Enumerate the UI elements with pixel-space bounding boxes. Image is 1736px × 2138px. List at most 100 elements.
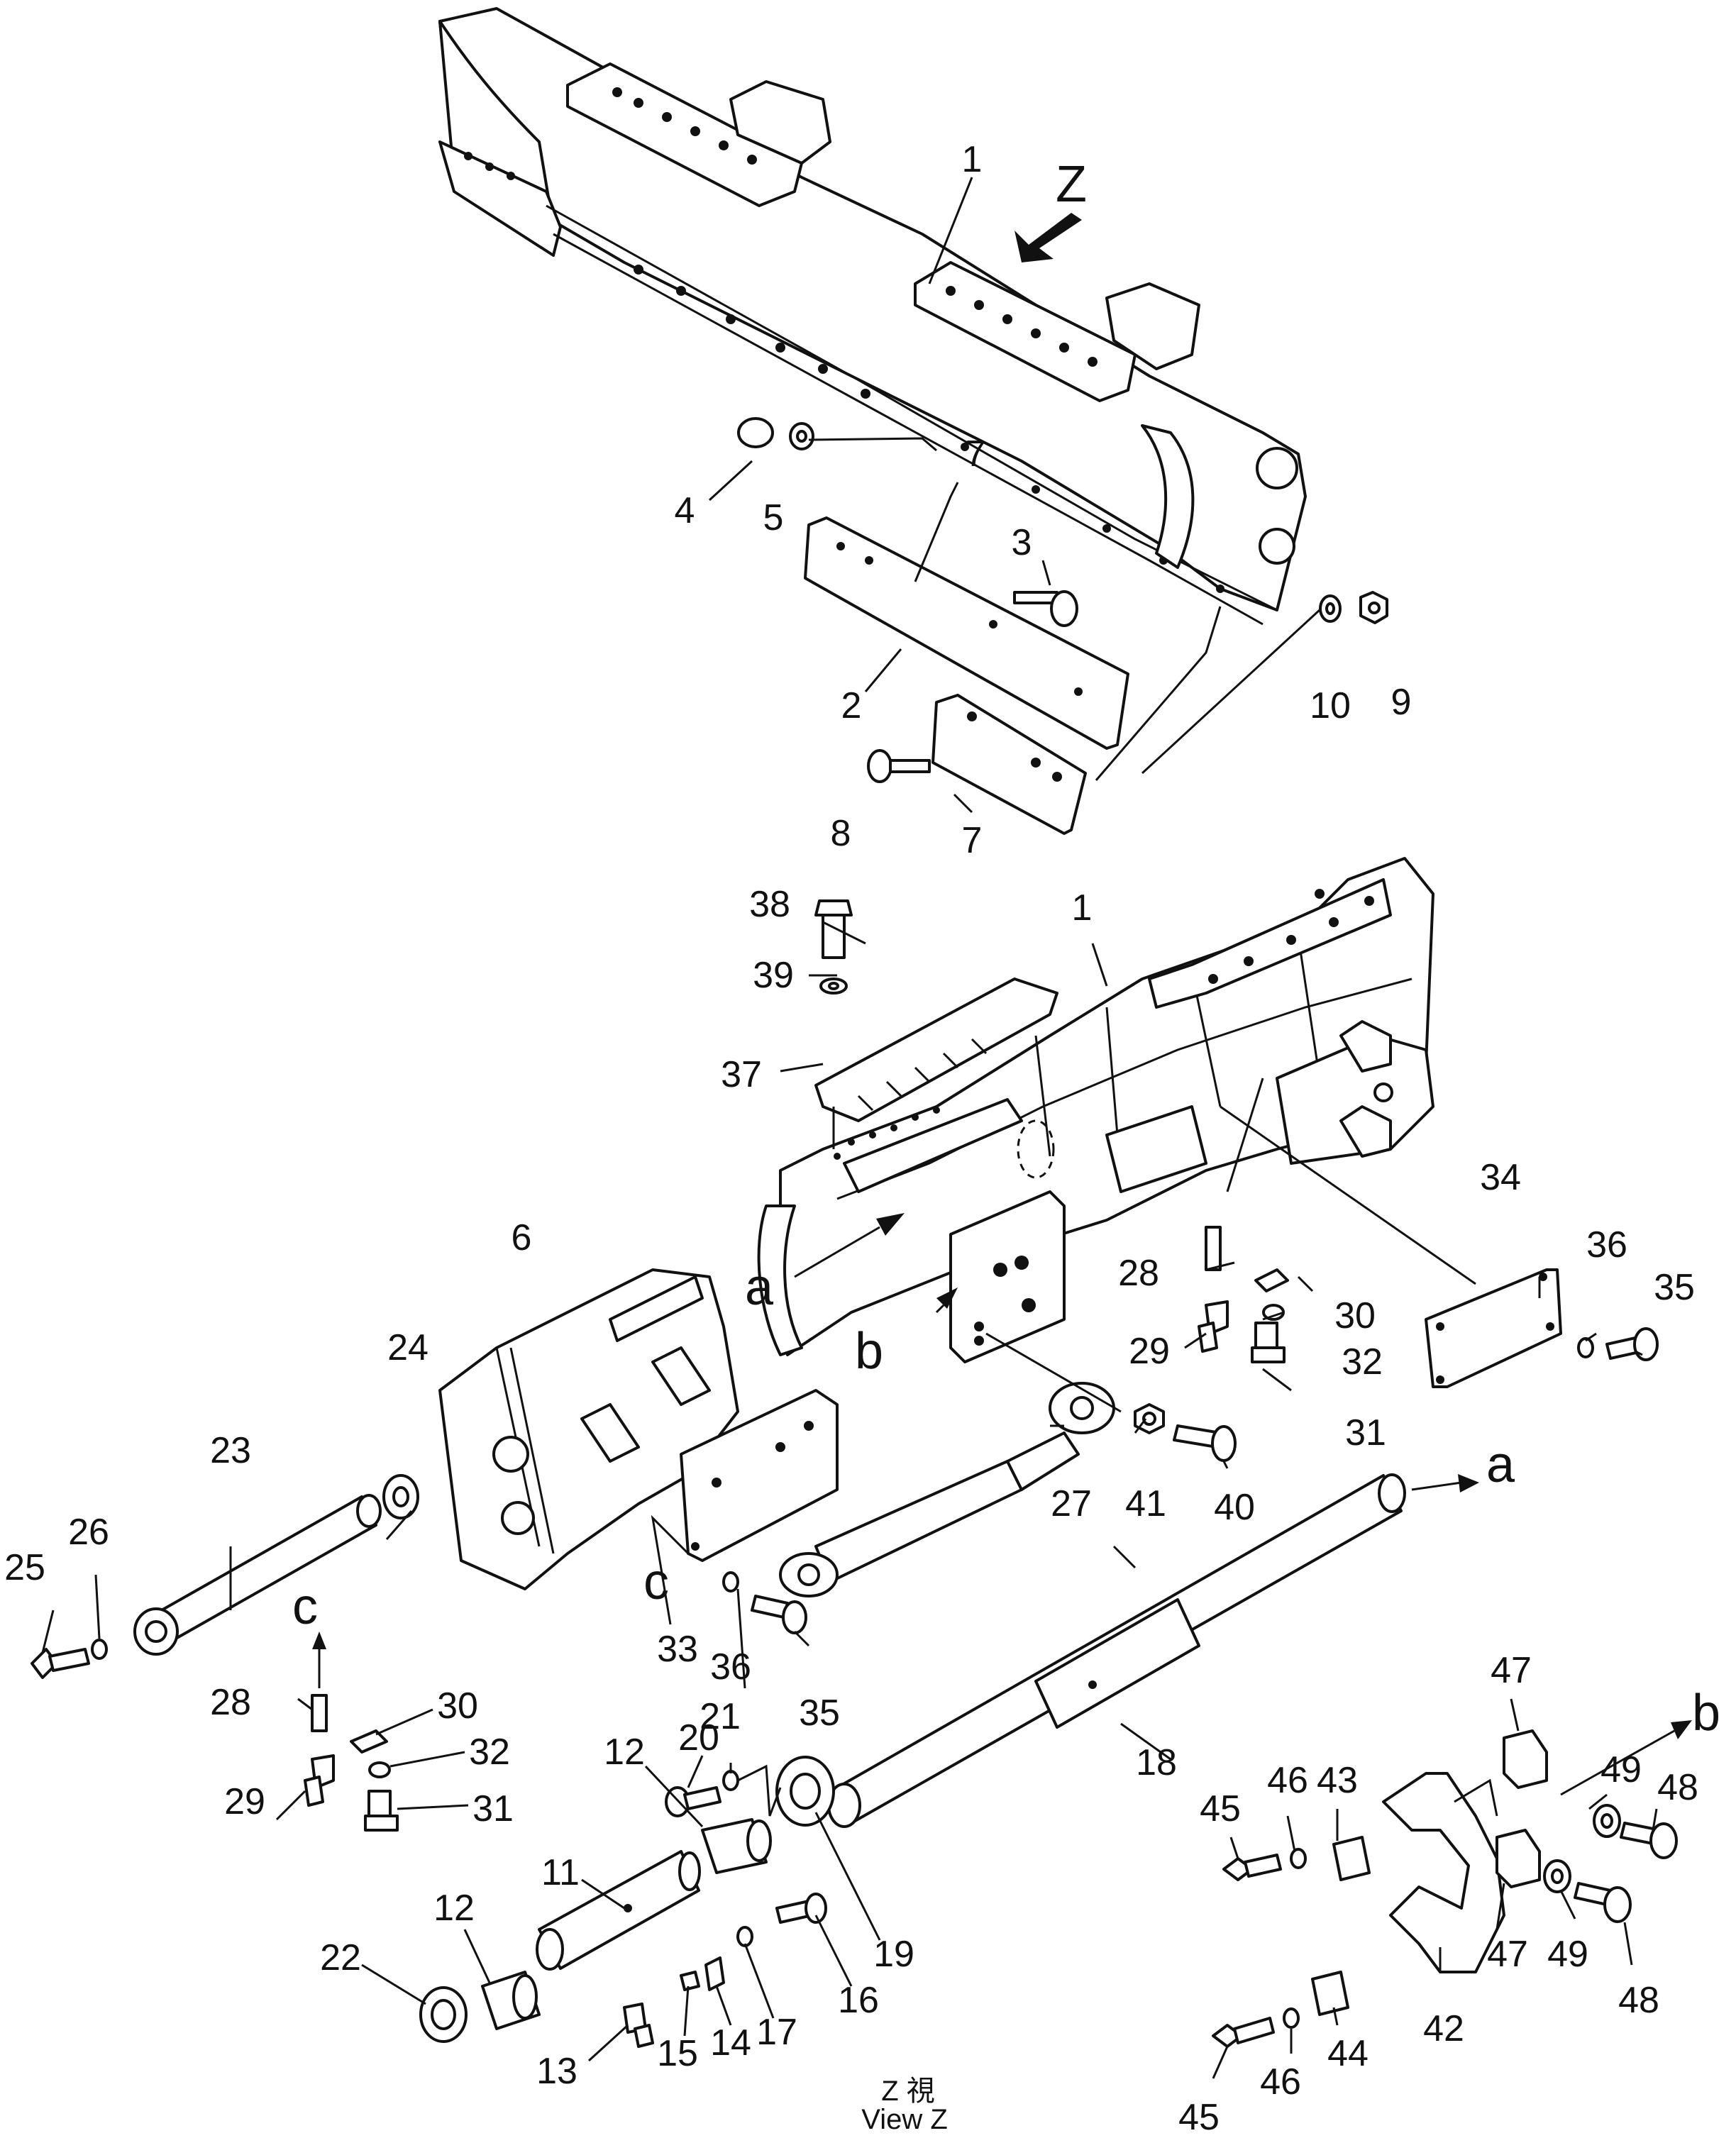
part-49-nut-lower <box>1543 1859 1571 1893</box>
leader-lines <box>41 177 1675 2079</box>
part-8-bolt <box>867 749 931 783</box>
callout-28-upper: 28 <box>1118 1253 1159 1294</box>
part-48-bolt-upper <box>1620 1822 1678 1859</box>
callout-37: 37 <box>721 1054 762 1095</box>
callout-44: 44 <box>1327 2033 1369 2074</box>
part-29-grease-fitting-left <box>304 1754 335 1807</box>
part-45-bolt-upper <box>1222 1854 1282 1881</box>
callout-labels: 1 2 3 4 5 7 8 9 10 1 6 11 12 12 13 14 15… <box>4 139 1698 2138</box>
callout-6: 6 <box>512 1217 532 1258</box>
part-49-nut-upper <box>1593 1804 1621 1838</box>
part-45-bolt-lower <box>1212 2017 1275 2048</box>
callout-40: 40 <box>1214 1487 1255 1528</box>
part-47-clip-lower <box>1495 1829 1541 1888</box>
callout-7-lower: 7 <box>962 820 983 861</box>
part-43-block <box>1332 1836 1371 1881</box>
callout-39: 39 <box>753 955 794 996</box>
part-42-bracket <box>1382 1772 1505 1973</box>
callout-35-right: 35 <box>1654 1267 1695 1308</box>
reference-letters: a a b b c c <box>292 1259 1720 1741</box>
caption-line-2: View Z <box>861 2104 948 2135</box>
part-14-lockplate <box>704 1956 725 1991</box>
part-32-washer-left <box>368 1761 391 1778</box>
plate-b <box>949 1190 1066 1363</box>
part-46-washer-upper <box>1290 1848 1307 1869</box>
callout-4: 4 <box>675 490 695 531</box>
callout-16: 16 <box>838 1980 879 2021</box>
callout-1-lower: 1 <box>1072 887 1093 929</box>
callout-20: 20 <box>678 1717 719 1758</box>
callout-10: 10 <box>1310 685 1351 726</box>
callout-2: 2 <box>841 685 862 726</box>
callout-48-lower: 48 <box>1618 1980 1659 2021</box>
part-30-lockplate-right <box>1254 1268 1289 1292</box>
part-31-bolt-left <box>364 1790 399 1832</box>
callout-49-upper: 49 <box>1600 1749 1642 1790</box>
part-29-grease-fitting-right <box>1198 1300 1229 1353</box>
blade-body-upper <box>438 7 1307 611</box>
part-18-shaft <box>827 1473 1406 1828</box>
ref-letter-a-right: a <box>1486 1436 1515 1493</box>
callout-35-center: 35 <box>799 1693 840 1734</box>
part-13-grease-fitting <box>623 2003 654 2048</box>
part-12-bushing-upper <box>701 1818 772 1874</box>
top-mount-right <box>914 261 1137 402</box>
callout-18: 18 <box>1136 1742 1177 1783</box>
callout-21: 21 <box>700 1696 741 1737</box>
callout-45-lower: 45 <box>1178 2097 1220 2138</box>
callout-26: 26 <box>68 1512 109 1553</box>
callout-32-upper: 32 <box>1342 1341 1383 1383</box>
callout-19: 19 <box>873 1934 914 1975</box>
callout-33: 33 <box>657 1629 698 1670</box>
part-28-pin-left <box>311 1694 328 1732</box>
callout-32-lower: 32 <box>469 1732 510 1773</box>
part-28-pin-right <box>1205 1226 1222 1271</box>
callout-36-center: 36 <box>710 1646 751 1688</box>
callout-11: 11 <box>541 1852 580 1893</box>
callout-29-upper: 29 <box>1129 1331 1170 1372</box>
arrowhead-b-left <box>936 1287 958 1309</box>
callout-12-upper: 12 <box>604 1732 645 1773</box>
caption-line-1: Z 視 <box>881 2076 935 2107</box>
part-46-washer-lower <box>1283 2007 1300 2029</box>
part-37-plate <box>814 977 1058 1122</box>
arrowhead-b-right <box>1671 1720 1692 1739</box>
part-25-bolt <box>31 1648 90 1679</box>
callout-49-lower: 49 <box>1547 1934 1588 1975</box>
callout-31-lower: 31 <box>472 1788 514 1829</box>
view-z-letter: Z <box>1056 156 1087 213</box>
callout-46-upper: 46 <box>1267 1760 1308 1801</box>
part-9-nut <box>1359 591 1388 624</box>
callout-7-upper: 7 <box>966 433 986 475</box>
part-5-washer <box>789 422 814 450</box>
callout-22: 22 <box>320 1937 361 1978</box>
callout-29-lower: 29 <box>224 1781 265 1822</box>
callout-1-upper: 1 <box>962 139 983 180</box>
callout-15: 15 <box>657 2033 698 2074</box>
callout-13: 13 <box>536 2051 577 2092</box>
callout-42: 42 <box>1423 2008 1464 2049</box>
part-23-tube <box>133 1494 382 1656</box>
part-22-seal <box>419 1986 468 2043</box>
arrowhead-a-right <box>1458 1474 1479 1492</box>
part-39-washer <box>819 977 848 995</box>
ref-letter-a-left: a <box>745 1259 774 1316</box>
part-26-washer <box>91 1639 108 1660</box>
part-16-bolt <box>775 1893 827 1924</box>
part-24-nut <box>382 1474 419 1519</box>
part-20-bolt <box>665 1786 722 1817</box>
part-47-clip-upper <box>1503 1729 1548 1789</box>
part-36-washer-right <box>1577 1337 1594 1358</box>
top-plate <box>1148 878 1392 1009</box>
part-44-block <box>1311 1971 1349 2016</box>
part-7-end-bit <box>931 694 1087 835</box>
part-11-tube <box>536 1850 701 1971</box>
callout-14: 14 <box>710 2022 751 2064</box>
top-mount-left <box>566 62 803 207</box>
ref-letter-b-left: b <box>855 1323 883 1380</box>
callout-46-lower: 46 <box>1260 2061 1301 2103</box>
callout-24: 24 <box>387 1327 429 1368</box>
callout-45-upper: 45 <box>1200 1788 1241 1829</box>
ref-letter-b-right: b <box>1692 1685 1720 1741</box>
blade-lower-edge <box>546 204 1278 611</box>
